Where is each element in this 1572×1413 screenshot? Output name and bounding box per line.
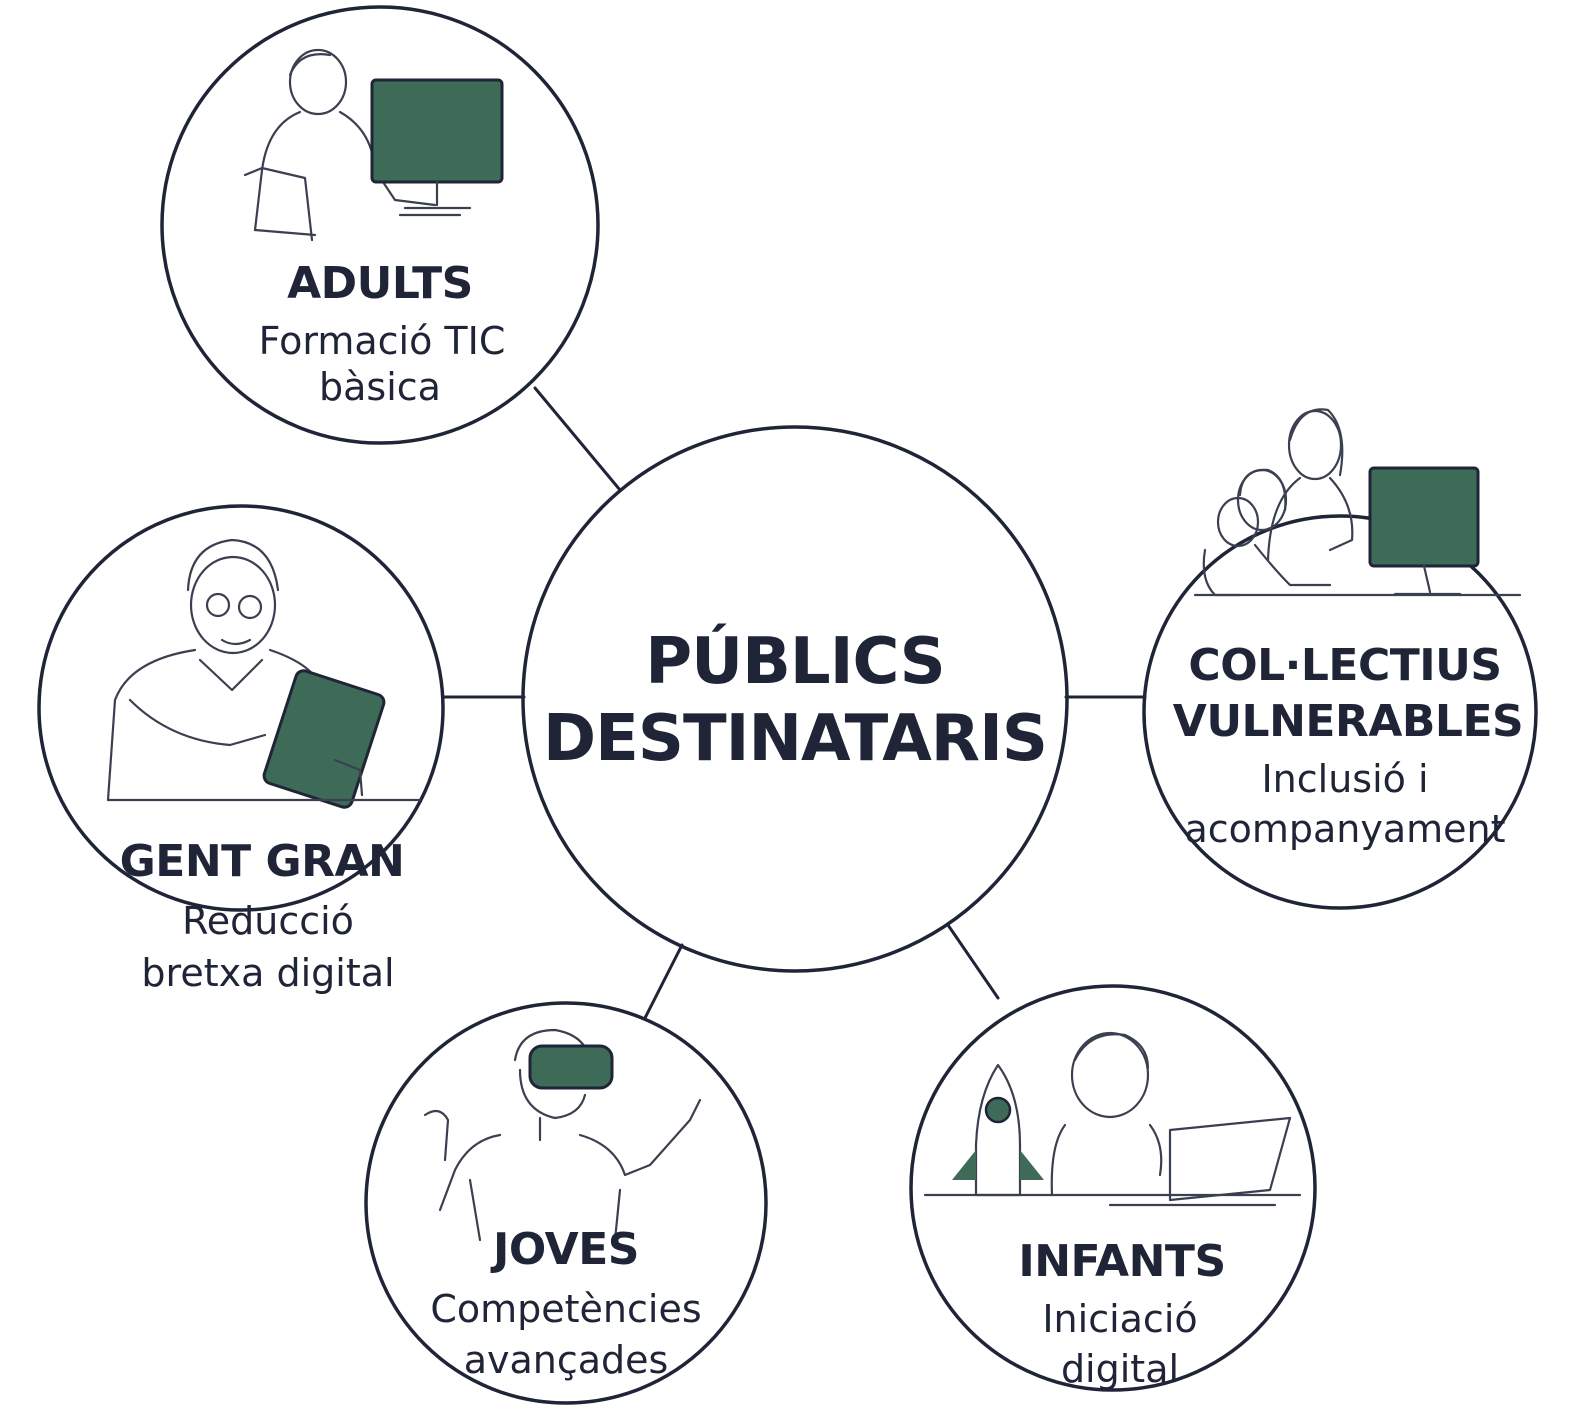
center-node: PÚBLICS DESTINATARIS bbox=[521, 425, 1069, 973]
node-joves: JOVES Competències avançades bbox=[364, 1001, 768, 1405]
infants-line2: digital bbox=[1061, 1347, 1179, 1391]
collectius-screen bbox=[1368, 466, 1480, 568]
gent-gran-circle bbox=[37, 504, 445, 912]
joves-line1: Competències bbox=[430, 1287, 701, 1331]
connector-adults bbox=[533, 386, 622, 492]
collectius-line2: acompanyament bbox=[1184, 807, 1505, 851]
connector-lines bbox=[441, 386, 1147, 1020]
gent-gran-title: GENT GRAN bbox=[120, 836, 405, 887]
joves-vr-headset bbox=[528, 1044, 614, 1090]
connector-joves bbox=[643, 943, 684, 1020]
gent-gran-tablet-screen bbox=[262, 669, 386, 809]
adults-circle bbox=[160, 5, 600, 445]
vr-headset-user-icon bbox=[423, 1028, 702, 1242]
adults-line2: bàsica bbox=[319, 365, 441, 409]
collectius-circle bbox=[1142, 514, 1538, 910]
center-circle bbox=[521, 425, 1069, 973]
joves-title: JOVES bbox=[490, 1224, 639, 1275]
collectius-line1: Inclusió i bbox=[1261, 757, 1428, 801]
center-title-line2: DESTINATARIS bbox=[543, 702, 1047, 776]
adults-screen bbox=[370, 78, 504, 184]
gent-gran-line2: bretxa digital bbox=[141, 951, 394, 995]
gent-gran-line1: Reducció bbox=[182, 899, 354, 943]
connector-infants bbox=[946, 923, 1000, 1000]
infants-circle bbox=[909, 984, 1317, 1392]
node-collectius: COL·LECTIUS VULNERABLES Inclusió i acomp… bbox=[1142, 408, 1538, 910]
collectius-title-line1: COL·LECTIUS bbox=[1188, 640, 1501, 691]
adults-line1: Formació TIC bbox=[259, 319, 506, 363]
group-at-computer-icon bbox=[1193, 408, 1522, 597]
collectius-title-line2: VULNERABLES bbox=[1173, 696, 1523, 747]
node-infants: INFANTS Iniciació digital bbox=[909, 984, 1317, 1392]
node-adults: ADULTS Formació TIC bàsica bbox=[160, 5, 600, 445]
adults-title: ADULTS bbox=[287, 258, 473, 309]
infants-title: INFANTS bbox=[1018, 1236, 1225, 1287]
infants-line1: Iniciació bbox=[1042, 1297, 1197, 1341]
child-laptop-rocket-icon bbox=[923, 1031, 1302, 1207]
adult-at-computer-icon bbox=[243, 48, 504, 242]
center-title-line1: PÚBLICS bbox=[645, 623, 945, 699]
elderly-with-tablet-icon bbox=[106, 538, 422, 809]
joves-line2: avançades bbox=[464, 1338, 669, 1382]
joves-circle bbox=[364, 1001, 768, 1405]
node-gent-gran: GENT GRAN Reducció bretxa digital bbox=[37, 504, 445, 995]
